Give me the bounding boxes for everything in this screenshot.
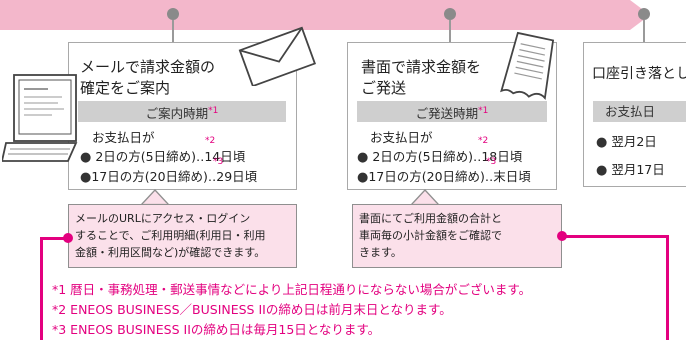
timeline-dot-1 <box>167 8 179 20</box>
step3-payday-bar: お支払日 <box>593 101 686 122</box>
step3-payday-label: お支払日 <box>605 104 656 119</box>
bullet-icon: ● <box>357 150 369 165</box>
step2-note-pointer <box>410 189 440 205</box>
timeline-dot-2 <box>444 8 456 20</box>
step2-row2-result: 末日頃 <box>493 169 531 184</box>
timeline-dot-3 <box>638 8 650 20</box>
step1-title-line2: 確定をご案内 <box>80 79 171 97</box>
right-connector-v <box>666 235 669 340</box>
step3-row1-text: 翌月2日 <box>611 134 657 149</box>
step3-row2: ● 翌月17日 <box>596 159 665 178</box>
step1-note-line3: 金額・利用区間など)が確認できます。 <box>75 246 266 259</box>
step3-title: 口座引き落とし <box>592 66 686 82</box>
step2-row2-text: 17日の方(20日締め) <box>368 169 485 184</box>
step1-row1-dots: ‥ <box>196 149 205 164</box>
step1-timing-label: ご案内時期 <box>145 106 209 122</box>
bullet-icon: ● <box>596 135 608 150</box>
step1-row2-dots: ‥ <box>207 169 217 184</box>
footnote-mark-1: *1 <box>478 106 489 116</box>
step2-title-line2: ご発送 <box>361 79 407 97</box>
left-connector-h <box>40 237 68 240</box>
left-connector-v <box>40 237 43 340</box>
bullet-icon: ● <box>80 170 92 185</box>
bullet-icon: ● <box>357 170 369 185</box>
step1-note: メールのURLにアクセス・ログイン することで、ご利用明細(利用日・利用 金額・… <box>68 204 297 268</box>
timeline-band <box>0 0 630 30</box>
step2-timing-label: ご発送時期 <box>415 106 479 122</box>
laptop-icon <box>2 74 78 162</box>
step1-row2-text: 17日の方(20日締め) <box>91 169 208 184</box>
step2-note-line1: 書面にてご利用金額の合計と <box>359 212 502 225</box>
envelope-icon <box>238 26 317 86</box>
footnote-2: *2 ENEOS BUSINESS／BUSINESS IIの締め日は前月末日とな… <box>52 302 452 317</box>
footnote-3: *3 ENEOS BUSINESS IIの締め日は毎月15日となります。 <box>52 322 381 337</box>
step2-timing-bar: ご発送時期*1 <box>357 101 547 122</box>
footnote-1: *1 暦日・事務処理・郵送事情などにより上記日程通りにならない場合がございます。 <box>52 282 532 297</box>
timeline-stem-1 <box>172 20 174 42</box>
step1-row2: ●17日の方(20日締め)‥29日頃 <box>80 166 257 185</box>
step2-intro: お支払日が <box>370 130 433 145</box>
step1-title-line1: メールで請求金額の <box>80 58 216 76</box>
timeline-stem-3 <box>643 20 645 42</box>
bullet-icon: ● <box>80 150 92 165</box>
step1-row1-result: 14日頃 <box>204 149 246 164</box>
step2-row1-text: 2日の方(5日締め) <box>372 149 473 164</box>
step2-note-line2: 車両毎の小計金額をご確認で <box>359 229 502 242</box>
step1-row2-result: 29日頃 <box>216 169 258 184</box>
step1-intro: お支払日が <box>92 130 155 145</box>
step3-row1: ● 翌月2日 <box>596 131 657 150</box>
step2-row1-dots: ‥ <box>473 149 482 164</box>
step2-note-line3: きます。 <box>359 246 402 259</box>
timeline-stem-2 <box>449 20 451 42</box>
step1-note-line1: メールのURLにアクセス・ログイン <box>75 212 251 225</box>
step2-row1-result: 18日頃 <box>481 149 523 164</box>
step1-note-pointer <box>140 189 170 205</box>
step2-row1: ● 2日の方(5日締め)‥18日頃 <box>357 146 522 165</box>
step1-row1-text: 2日の方(5日締め) <box>95 149 196 164</box>
step2-note: 書面にてご利用金額の合計と 車両毎の小計金額をご確認で きます。 <box>352 204 562 268</box>
left-connector-dot <box>63 233 73 243</box>
step2-row2-mark: *3 <box>486 157 497 167</box>
document-icon <box>500 31 555 101</box>
bullet-icon: ● <box>596 163 608 178</box>
step2-title-line1: 書面で請求金額を <box>361 58 482 76</box>
step1-timing-bar: ご案内時期*1 <box>78 101 286 122</box>
step1-row2-mark: *3 <box>213 157 224 167</box>
step2-row2-dots: ‥ <box>484 169 494 184</box>
footnote-mark-1: *1 <box>208 106 219 116</box>
step2-row1-mark: *2 <box>478 136 489 146</box>
step1-row1: ● 2日の方(5日締め)‥14日頃 <box>80 146 245 165</box>
step2-row2: ●17日の方(20日締め)‥末日頃 <box>357 166 531 185</box>
step1-note-line2: することで、ご利用明細(利用日・利用 <box>75 229 266 242</box>
step1-row1-mark: *2 <box>205 136 216 146</box>
right-connector-h <box>562 235 668 238</box>
step3-row2-text: 翌月17日 <box>611 162 665 177</box>
